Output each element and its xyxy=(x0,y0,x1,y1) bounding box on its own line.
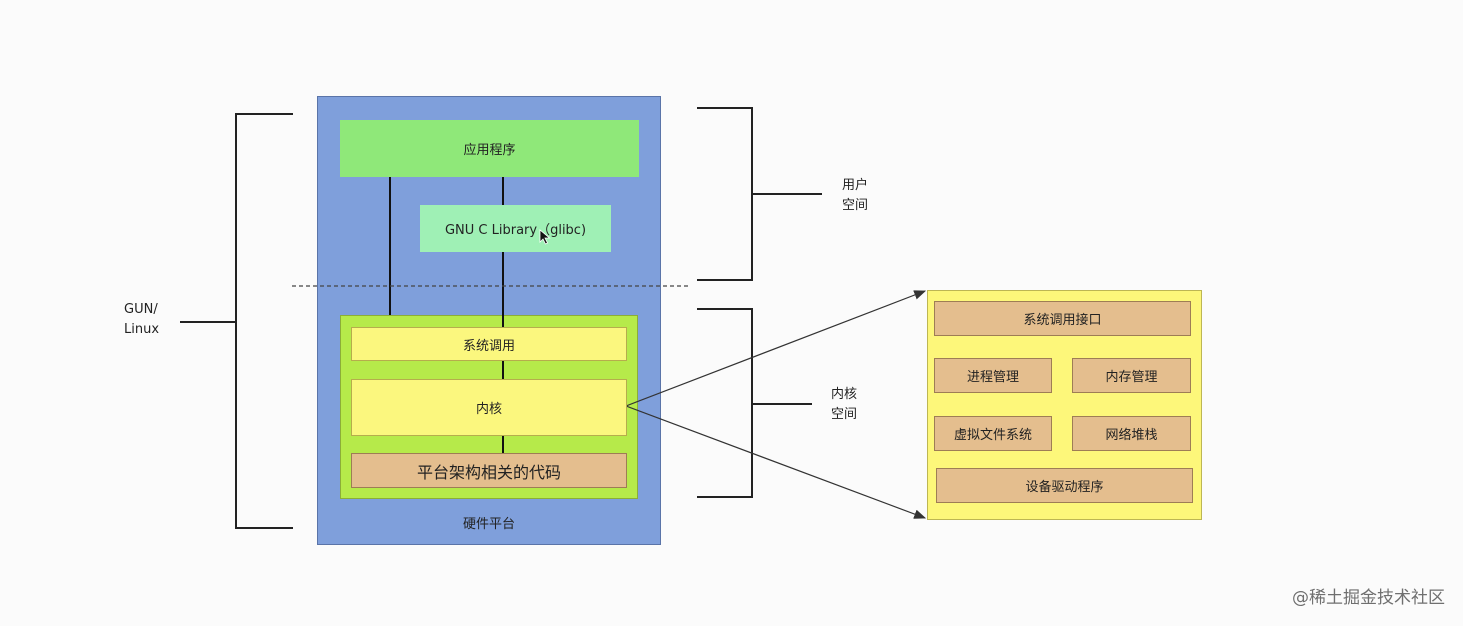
vfs-label: 虚拟文件系统 xyxy=(953,428,1032,443)
process-mgmt-box: 进程管理 xyxy=(934,358,1052,393)
hardware-platform-label: 硬件平台 xyxy=(462,517,515,532)
arch-code-box: 平台架构相关的代码 xyxy=(351,453,627,488)
syscall-box: 系统调用 xyxy=(351,327,627,361)
glibc-box: GNU C Library（glibc) xyxy=(420,205,611,252)
syscall-interface-label: 系统调用接口 xyxy=(1023,313,1102,328)
application-box: 应用程序 xyxy=(340,120,639,177)
kernel-label: 内核 xyxy=(475,402,502,417)
mouse-cursor-icon xyxy=(539,229,551,245)
kernel-space-bracket xyxy=(697,308,812,498)
user-space-bracket xyxy=(697,107,822,281)
syscall-label: 系统调用 xyxy=(462,338,515,354)
watermark: @稀土掘金技术社区 xyxy=(1292,588,1445,608)
gnu-linux-label: GUN/ Linux xyxy=(124,302,160,337)
kernel-space-label: 内核 空间 xyxy=(831,387,858,422)
application-label: 应用程序 xyxy=(463,143,516,158)
zoom-arrow-bottom xyxy=(625,405,927,519)
network-stack-box: 网络堆栈 xyxy=(1072,416,1191,451)
arch-code-label: 平台架构相关的代码 xyxy=(416,462,561,482)
vfs-box: 虚拟文件系统 xyxy=(934,416,1052,451)
memory-mgmt-label: 内存管理 xyxy=(1105,370,1158,385)
glibc-label: GNU C Library（glibc) xyxy=(444,223,587,238)
gnu-linux-bracket xyxy=(180,113,293,529)
syscall-interface-box: 系统调用接口 xyxy=(934,301,1191,336)
network-stack-label: 网络堆栈 xyxy=(1105,428,1158,443)
memory-mgmt-box: 内存管理 xyxy=(1072,358,1191,393)
zoom-arrow-top xyxy=(625,290,927,407)
kernel-box: 内核 xyxy=(351,379,627,436)
user-space-label: 用户 空间 xyxy=(842,178,869,213)
device-drivers-box: 设备驱动程序 xyxy=(936,468,1193,503)
process-mgmt-label: 进程管理 xyxy=(966,370,1019,385)
device-drivers-label: 设备驱动程序 xyxy=(1025,480,1104,495)
